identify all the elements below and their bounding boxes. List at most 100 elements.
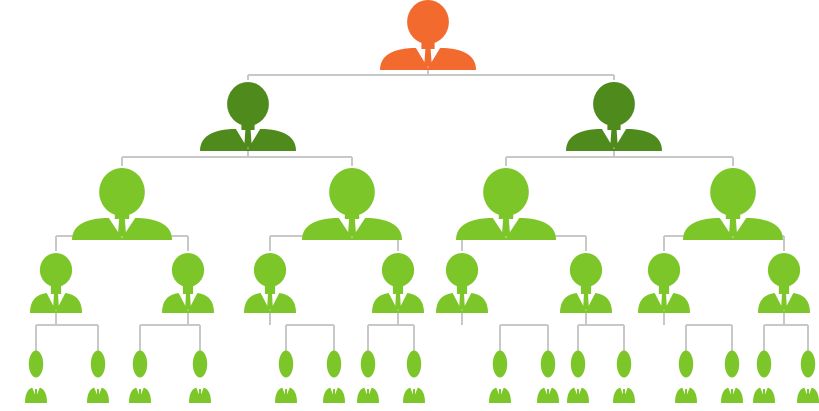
person-tie	[97, 389, 99, 397]
connector-group	[461, 310, 549, 353]
person-head	[326, 350, 342, 378]
person-icon	[456, 168, 556, 240]
person-head	[253, 253, 287, 287]
person-tie	[333, 389, 335, 397]
person-tie	[499, 389, 501, 397]
person-tie	[763, 389, 765, 397]
person-icon	[200, 82, 296, 151]
person-head	[360, 350, 376, 378]
person-head	[192, 350, 208, 378]
person-icon	[683, 168, 783, 240]
person-head	[492, 350, 508, 378]
person-head	[540, 350, 556, 378]
person-tie	[367, 389, 369, 397]
person-head	[767, 253, 801, 287]
person-neck	[778, 281, 790, 294]
connector-group	[763, 310, 809, 353]
person-head	[171, 253, 205, 287]
person-icon	[323, 350, 345, 403]
person-icon	[753, 350, 775, 403]
person-icon	[162, 253, 214, 313]
connector-group	[269, 310, 335, 353]
person-tie	[139, 389, 141, 397]
person-head	[570, 350, 586, 378]
person-head	[278, 350, 294, 378]
person-head	[483, 168, 529, 216]
person-icon	[403, 350, 425, 403]
person-head	[227, 82, 269, 126]
person-neck	[114, 208, 130, 219]
person-head	[710, 168, 756, 216]
person-tie	[347, 219, 357, 237]
person-icon	[372, 253, 424, 313]
person-head	[132, 350, 148, 378]
person-icon	[758, 253, 810, 313]
person-tie	[395, 294, 401, 310]
person-neck	[264, 281, 276, 294]
connector-group	[139, 310, 201, 353]
person-head	[616, 350, 632, 378]
person-tie	[501, 219, 511, 237]
person-neck	[607, 119, 621, 130]
person-tie	[583, 294, 589, 310]
person-tie	[728, 219, 738, 237]
person-head	[28, 350, 44, 378]
person-neck	[580, 281, 592, 294]
person-icon	[302, 168, 402, 240]
person-head	[381, 253, 415, 287]
person-neck	[725, 208, 741, 219]
person-tie	[117, 219, 127, 237]
person-head	[647, 253, 681, 287]
person-icon	[537, 350, 559, 403]
person-head	[407, 0, 449, 44]
people-nodes	[25, 0, 819, 403]
person-head	[39, 253, 73, 287]
person-tie	[685, 389, 687, 397]
person-icon	[244, 253, 296, 313]
person-icon	[675, 350, 697, 403]
connector-group	[367, 310, 415, 353]
person-head	[724, 350, 740, 378]
person-icon	[87, 350, 109, 403]
person-tie	[623, 389, 625, 397]
person-tie	[185, 294, 191, 310]
person-head	[99, 168, 145, 216]
person-head	[678, 350, 694, 378]
person-tie	[577, 389, 579, 397]
person-icon	[797, 350, 819, 403]
person-neck	[658, 281, 670, 294]
person-icon	[567, 350, 589, 403]
person-icon	[566, 82, 662, 151]
connector-group	[577, 310, 625, 353]
person-tie	[267, 294, 273, 310]
person-icon	[189, 350, 211, 403]
person-tie	[285, 389, 287, 397]
person-neck	[421, 37, 435, 49]
person-neck	[241, 119, 255, 130]
person-tie	[781, 294, 787, 310]
person-neck	[50, 281, 62, 294]
person-tie	[199, 389, 201, 397]
person-tie	[661, 294, 667, 310]
person-icon	[275, 350, 297, 403]
person-head	[756, 350, 772, 378]
person-neck	[182, 281, 194, 294]
person-icon	[638, 253, 690, 313]
person-tie	[547, 389, 549, 397]
person-tie	[610, 130, 618, 148]
person-icon	[560, 253, 612, 313]
person-icon	[72, 168, 172, 240]
person-neck	[456, 281, 468, 294]
connector-group	[35, 310, 99, 353]
person-neck	[392, 281, 404, 294]
person-tie	[731, 389, 733, 397]
person-icon	[613, 350, 635, 403]
person-icon	[436, 253, 488, 313]
person-tie	[53, 294, 59, 310]
person-tie	[244, 130, 252, 148]
person-icon	[30, 253, 82, 313]
person-icon	[489, 350, 511, 403]
person-head	[329, 168, 375, 216]
person-icon	[129, 350, 151, 403]
person-tie	[35, 389, 37, 397]
